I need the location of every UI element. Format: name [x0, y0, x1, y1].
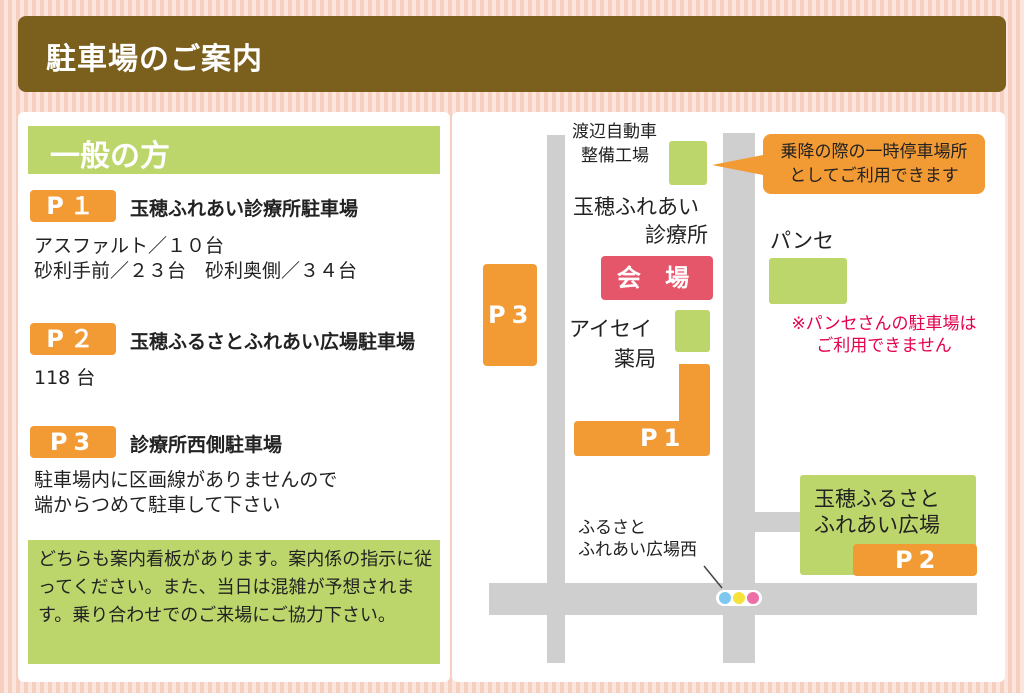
- venue-marker: 会 場: [601, 256, 713, 300]
- panse-lot: [769, 258, 847, 304]
- p3-detail-2: 端からつめて駐車して下さい: [34, 494, 281, 516]
- p3-detail-1: 駐車場内に区画線がありませんので: [34, 469, 338, 491]
- intersection-label-2: ふれあい広場西: [578, 540, 697, 560]
- park-label-1: 玉穂ふるさと: [814, 487, 940, 511]
- warning-line-1: ※パンセさんの駐車場は: [791, 314, 977, 334]
- p3-lot: [483, 264, 537, 366]
- p3-badge: P3: [30, 426, 116, 458]
- panse-label: パンセ: [770, 229, 835, 253]
- watanabe-label-1: 渡辺自動車: [572, 122, 657, 142]
- p1-label: P1: [640, 424, 687, 452]
- callout-pointer: [712, 154, 768, 176]
- page-title: 駐車場のご案内: [46, 42, 263, 77]
- watanabe-garage: [669, 141, 707, 185]
- p2-label: P2: [895, 546, 942, 574]
- notice-text: どちらも案内看板があります。案内係の指示に従ってください。また、当日は混雑が予想…: [38, 549, 433, 626]
- p2-detail-1: 118 台: [34, 367, 96, 389]
- road-main: [723, 133, 755, 663]
- p1-lot: [574, 364, 710, 456]
- p2-name: 玉穂ふるさとふれあい広場駐車場: [130, 331, 416, 353]
- park-label-2: ふれあい広場: [814, 513, 940, 537]
- aisei-pharmacy: [675, 310, 710, 352]
- panse-warning: ※パンセさんの駐車場は ご利用できません: [786, 313, 982, 357]
- traffic-light-icon: [703, 565, 762, 606]
- header-bar: 駐車場のご案内: [18, 16, 1006, 92]
- road-branch: [755, 512, 803, 532]
- p1-name: 玉穂ふれあい診療所駐車場: [130, 198, 359, 220]
- clinic-label-1: 玉穂ふれあい: [573, 195, 699, 219]
- callout-line-1: 乗降の際の一時停車場所: [780, 142, 968, 162]
- stop-callout: 乗降の際の一時停車場所 としてご利用できます: [763, 134, 985, 194]
- clinic-label-2: 診療所: [645, 223, 708, 247]
- warning-line-2: ご利用できません: [816, 336, 952, 356]
- section-banner: 一般の方: [28, 126, 440, 174]
- p1-detail-1: アスファルト／１０台: [34, 235, 225, 257]
- p2-lot: [853, 544, 977, 576]
- p3-label: P3: [488, 301, 535, 329]
- p1-badge: P１: [30, 190, 116, 222]
- aisei-label-2: 薬局: [614, 347, 656, 371]
- watanabe-label-2: 整備工場: [581, 146, 649, 166]
- notice-box: どちらも案内看板があります。案内係の指示に従ってください。また、当日は混雑が予想…: [28, 540, 440, 664]
- section-title: 一般の方: [50, 139, 170, 174]
- aisei-label-1: アイセイ: [569, 317, 652, 341]
- callout-line-2: としてご利用できます: [789, 166, 959, 186]
- p3-name: 診療所西側駐車場: [130, 434, 283, 456]
- road-west: [547, 135, 565, 663]
- p2-badge: P２: [30, 323, 116, 355]
- intersection-label-1: ふるさと: [578, 518, 646, 538]
- p1-detail-2: 砂利手前／２３台 砂利奥側／３４台: [34, 260, 358, 282]
